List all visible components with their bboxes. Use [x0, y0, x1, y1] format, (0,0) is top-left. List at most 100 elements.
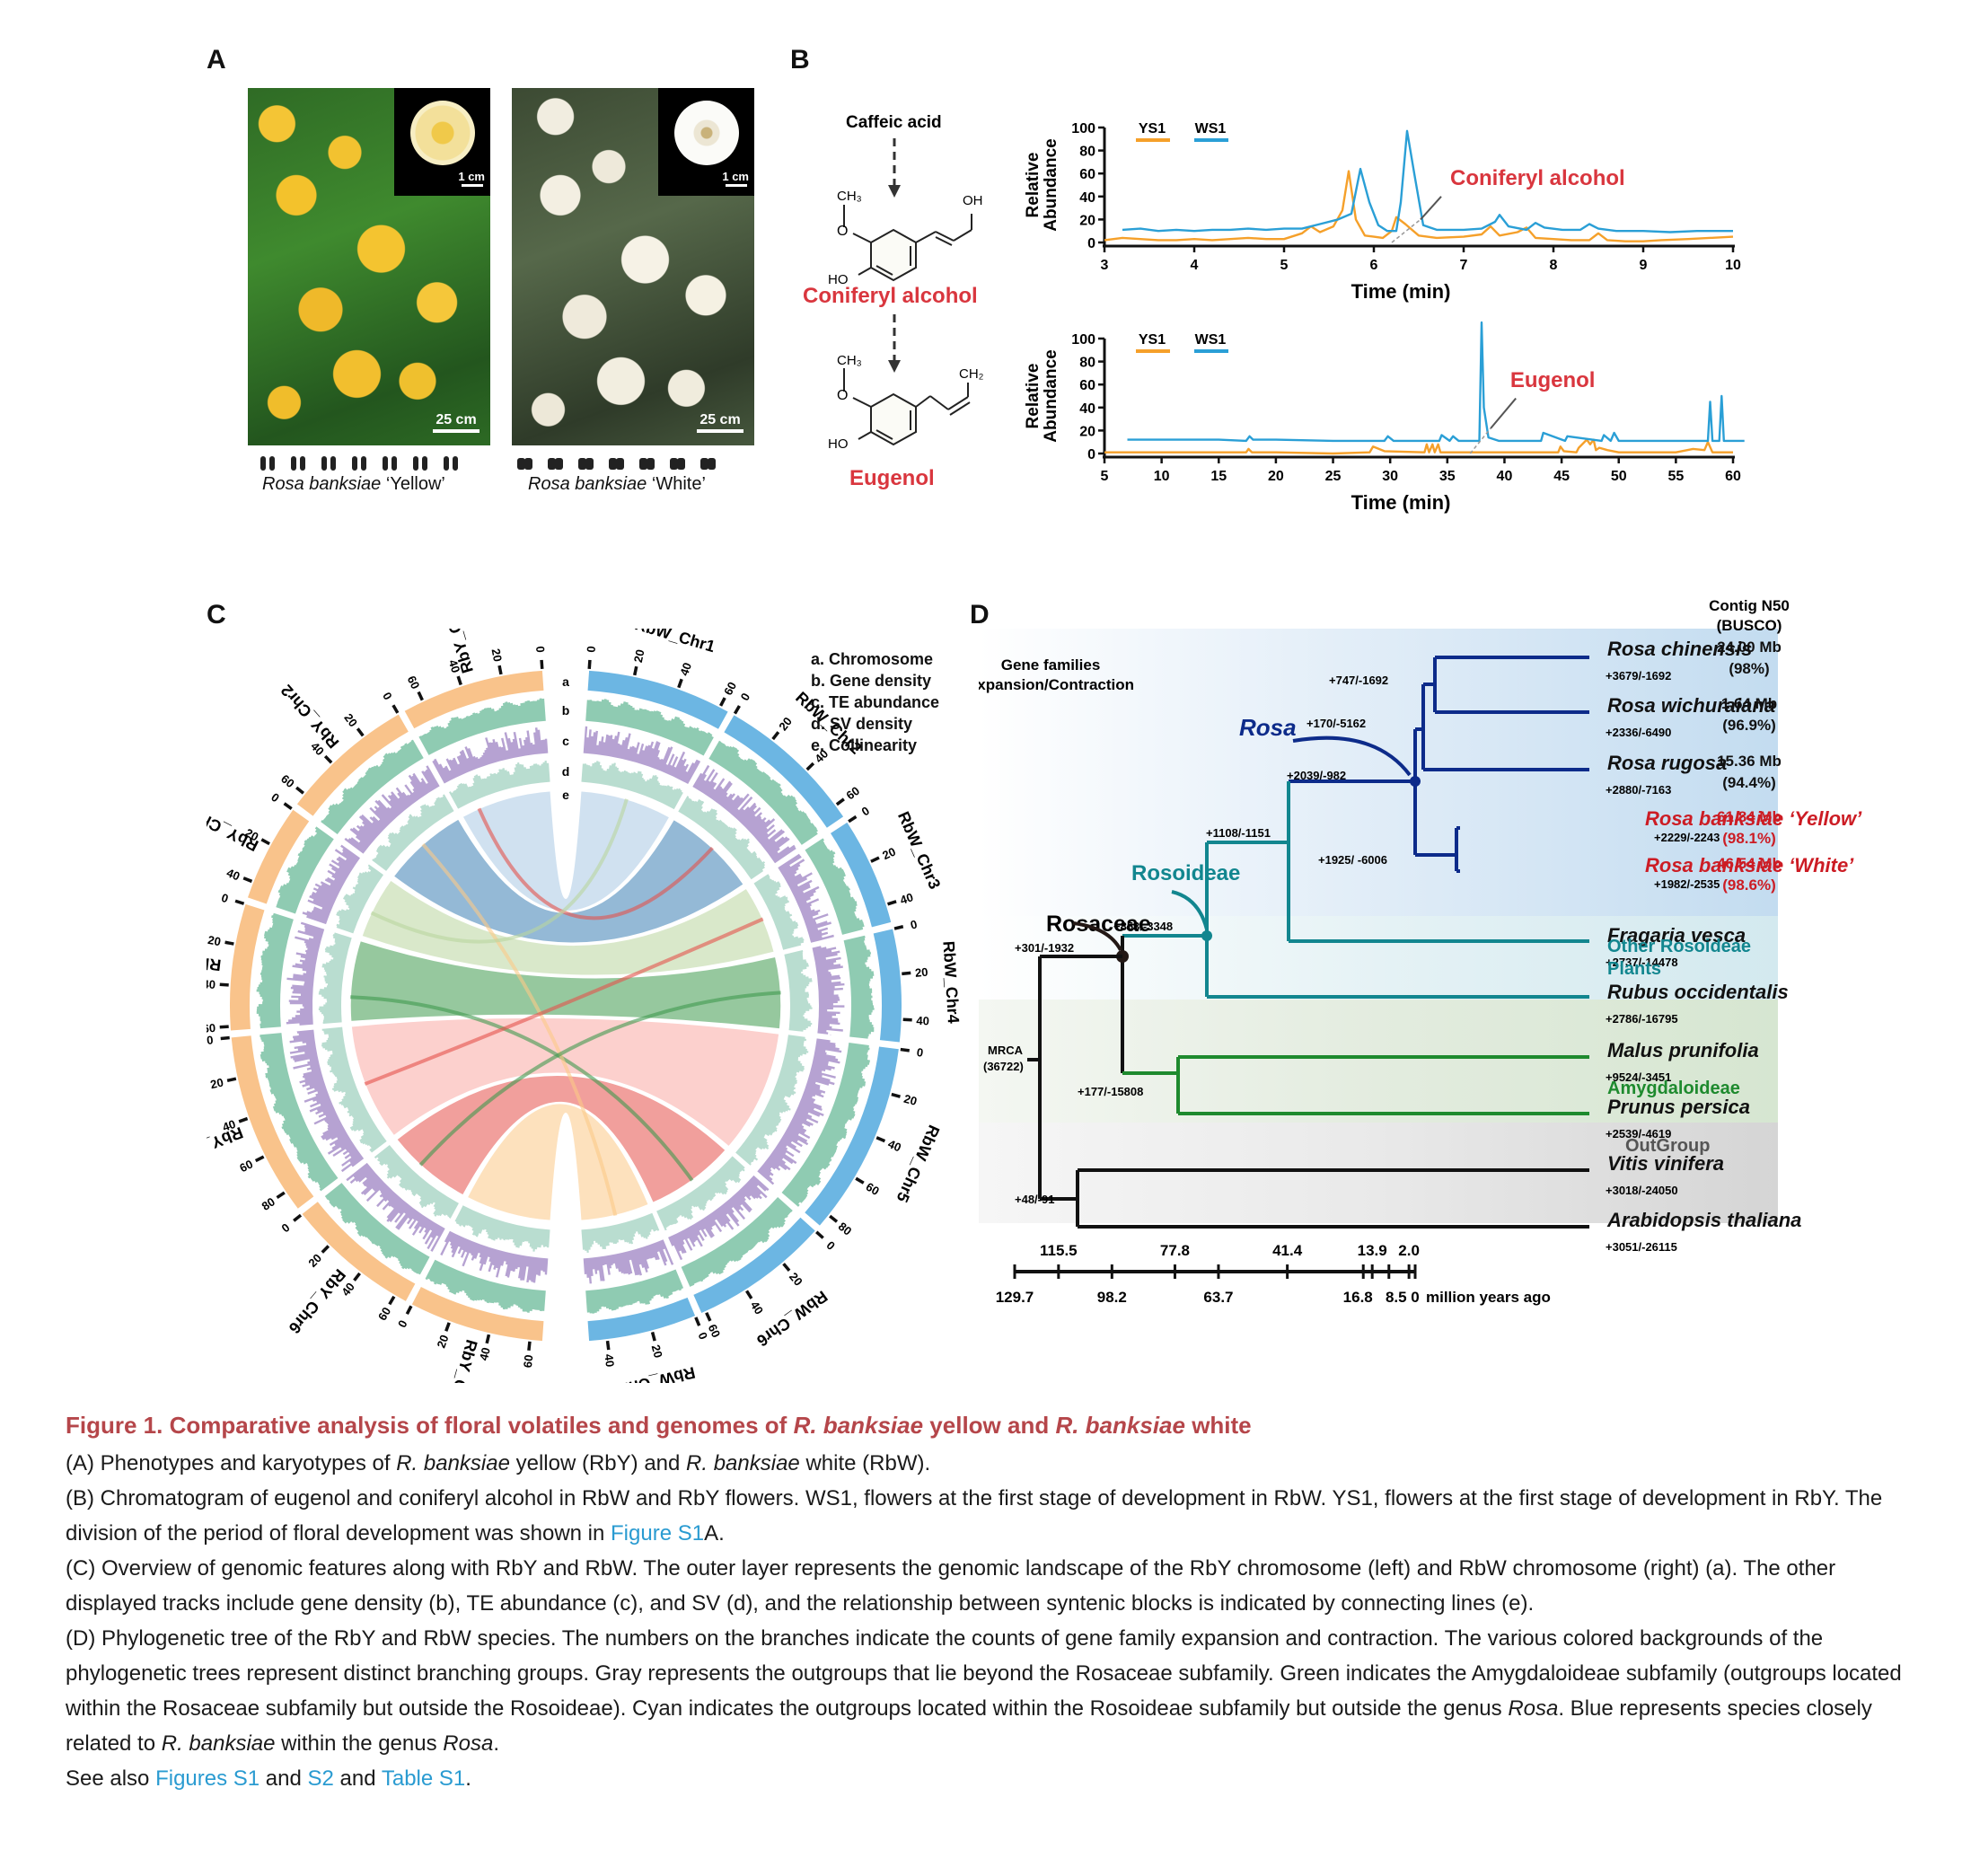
chromosome-tick — [650, 1331, 656, 1342]
te-abundance-track — [344, 765, 440, 854]
x-tick-label: 55 — [1667, 469, 1684, 484]
caption-text: (B) Chromatogram of eugenol and conifery… — [66, 1486, 1883, 1546]
figure-s2-link[interactable]: S2 — [307, 1766, 334, 1791]
x-tick-label: 45 — [1553, 469, 1570, 484]
group-label-other-rosoideae: Other Rosoideae — [1607, 937, 1751, 956]
title-text: yellow and — [923, 1412, 1056, 1439]
legend-label-ws1: WS1 — [1195, 121, 1227, 137]
chromosome-tick — [323, 754, 333, 764]
inset-scale-bar — [726, 184, 747, 187]
chromosome-tick-label: 60 — [375, 1305, 393, 1323]
chromosome-band-rby-chr6 — [302, 1202, 416, 1301]
hydroxyl-group: HO — [828, 272, 849, 287]
chromosome-band-rby-chr2 — [296, 714, 409, 816]
yellow-flower-closeup — [410, 101, 475, 165]
timescale-bottom-label: 98.2 — [1097, 1289, 1127, 1306]
chromosome-tick — [219, 1025, 229, 1029]
chromatid — [260, 456, 266, 471]
chromatid — [291, 456, 296, 471]
taxon-name: Arabidopsis thaliana — [1606, 1209, 1801, 1231]
caption-italic: R. banksiae — [686, 1451, 800, 1475]
caption-text: . Blue represents species closely relate… — [66, 1696, 1872, 1756]
chromosome-tick — [633, 665, 638, 676]
chromosome-pair — [284, 455, 314, 471]
caption-d: (D) Phylogenetic tree of the RbY and RbW… — [66, 1621, 1906, 1761]
timescale-top-label: 77.8 — [1160, 1242, 1190, 1259]
panel-label-b: B — [790, 45, 810, 75]
ch2-group: CH₂ — [959, 366, 984, 382]
busco-value: (98%) — [1729, 660, 1769, 677]
chromosome-tick-label: 60 — [864, 1180, 882, 1198]
collinearity-ribbon-chr4 — [349, 939, 782, 1030]
methoxy-o: O — [837, 224, 848, 239]
track-letter-d: d — [562, 764, 570, 779]
contig-n50-header: Contig N50 — [1709, 597, 1790, 614]
figure-s1-link[interactable]: Figure S1 — [611, 1521, 705, 1546]
chromosome-tick — [238, 1116, 249, 1123]
y-tick-label: 40 — [1079, 190, 1095, 206]
chromosome-tick — [891, 1092, 901, 1098]
y-tick-label: 0 — [1087, 447, 1095, 462]
x-tick-label: 5 — [1101, 469, 1109, 484]
legend-item-te-abundance: c. TE abundance — [811, 693, 940, 711]
y-axis-label-line: Abundance — [1042, 138, 1060, 231]
rosa-banksiae-white-photo: 1 cm 25 cm — [512, 88, 754, 445]
chromatid — [361, 456, 366, 471]
chromosome-tick — [587, 659, 592, 670]
chromosome-tick — [900, 1047, 910, 1052]
chromosome-tick — [293, 1213, 303, 1222]
photo-scale-bar — [697, 429, 743, 433]
chromosome-tick — [705, 1312, 712, 1322]
x-tick-label: 15 — [1210, 469, 1227, 484]
te-abundance-track — [778, 853, 834, 943]
inset-scale-label: 1 cm — [722, 170, 749, 183]
te-abundance-track — [812, 946, 845, 1035]
timescale-bottom-label: 16.8 — [1343, 1289, 1373, 1306]
title-italic: R. banksiae — [793, 1412, 924, 1439]
chromosome-label-rbw-chr6: RbW_Chr6 — [753, 1287, 831, 1350]
chromatid — [548, 458, 556, 470]
title-italic: R. banksiae — [1055, 1412, 1185, 1439]
chromosome-tick-label: 0 — [268, 790, 282, 805]
x-tick-label: 4 — [1191, 258, 1199, 273]
chromosome-tick — [405, 1305, 413, 1315]
chromosome-pair — [406, 455, 436, 471]
node-count: +301/-1932 — [1015, 941, 1074, 955]
gene-density-track — [425, 1259, 546, 1313]
caffeic-acid-label: Caffeic acid — [846, 113, 942, 132]
chromosome-tick-label: 0 — [738, 691, 753, 703]
chromatid — [585, 458, 594, 470]
yellow-flower-inset: 1 cm — [394, 88, 490, 196]
chromosome-tick-label: 0 — [585, 646, 598, 653]
te-abundance-track — [440, 1230, 549, 1283]
chromosome-tick-label: 0 — [916, 1045, 924, 1060]
taxon-count: +9524/-3451 — [1606, 1070, 1671, 1084]
mrca-count: (36722) — [983, 1060, 1024, 1073]
collinearity-ribbon-chr3 — [360, 878, 776, 976]
chromosome-pair — [375, 455, 406, 471]
clade-label-rosaceae: Rosaceae — [1046, 912, 1151, 937]
gene-density-track — [585, 699, 714, 756]
te-abundance-track — [757, 1038, 842, 1185]
arrowhead-1 — [888, 185, 901, 198]
cultivar-name: ‘Yellow’ — [385, 474, 445, 494]
chromosome-tick-label: 20 — [880, 845, 897, 863]
figures-s1-link[interactable]: Figures S1 — [155, 1766, 260, 1791]
table-s1-link[interactable]: Table S1 — [381, 1766, 466, 1791]
timescale-top-label: 13.9 — [1358, 1242, 1387, 1259]
taxon-count: +2336/-6490 — [1606, 726, 1671, 739]
chromatid — [677, 458, 685, 470]
busco-value: (98.1%) — [1722, 830, 1776, 847]
species-name: Rosa banksiae — [262, 474, 382, 494]
arrowhead-2 — [888, 360, 901, 373]
chromosome-tick — [605, 1340, 611, 1351]
collinearity-link — [418, 991, 781, 1167]
chromosome-band-rby-chr7 — [411, 1286, 544, 1342]
chromosome-tick-label: 80 — [260, 1194, 277, 1213]
legend-item-collinearity: e. Collinearity — [811, 736, 918, 754]
te-abundance-track — [668, 1175, 770, 1261]
chromosome-tick-label: 0 — [533, 646, 547, 653]
chromatid — [647, 458, 655, 470]
chromosome-tick-label: 20 — [649, 1343, 665, 1360]
y-axis-label-line: Relative — [1024, 153, 1043, 218]
